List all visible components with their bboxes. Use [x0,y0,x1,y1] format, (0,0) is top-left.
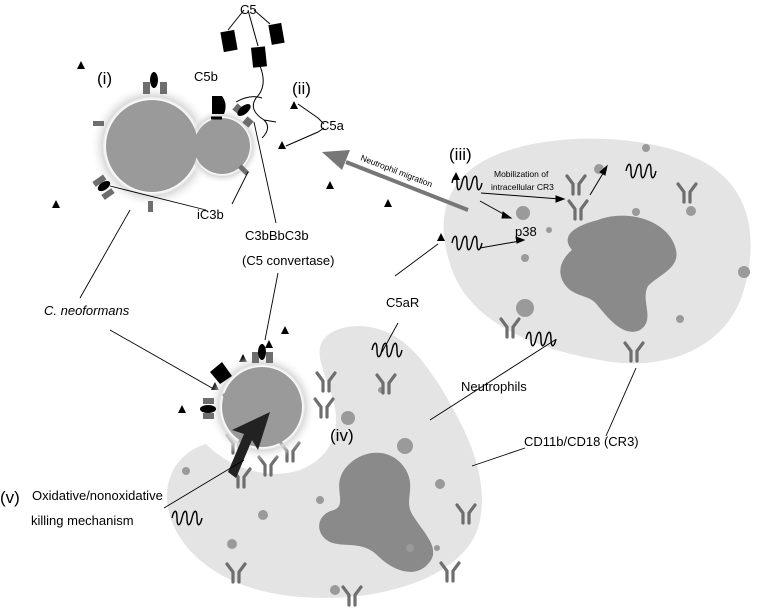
label-c-neoformans: C. neoformans [44,303,130,318]
signaling-arrows [479,164,608,249]
label-c5: C5 [240,2,257,17]
label-mobilization-2: intracellular CR3 [491,182,554,192]
label-stage-i: (i) [97,69,112,88]
label-c5ar: C5aR [386,295,419,310]
yeast-cell-phagocytosed [200,344,316,478]
label-neutrophils: Neutrophils [461,379,527,394]
label-convertase-1: C3bBbC3b [245,228,309,243]
label-killing-2: killing mechanism [31,513,134,528]
yeast-cell-top [90,72,260,212]
label-c5a: C5a [320,118,345,133]
neutrophil-migration-arrow [322,150,469,212]
label-p38: p38 [515,224,537,239]
c5a-fragments [263,101,325,149]
label-stage-ii: (ii) [292,79,311,98]
label-cd11b-cd18: CD11b/CD18 (CR3) [524,434,639,449]
label-mobilization-1: Mobilization of [494,169,549,179]
label-stage-iii: (iii) [449,145,472,164]
leader-lines [79,121,637,509]
neutrophil-migrating [437,138,751,364]
label-c5b: C5b [194,69,218,84]
c5-molecules [220,9,285,139]
label-stage-v: (v) [0,488,20,507]
label-ic3b: iC3b [197,207,224,222]
label-convertase-2: (C5 convertase) [242,253,334,268]
neutrophil-phagocytosing [166,326,482,607]
label-killing-1: Oxidative/nonoxidative [32,488,163,503]
label-stage-iv: (iv) [330,426,354,445]
